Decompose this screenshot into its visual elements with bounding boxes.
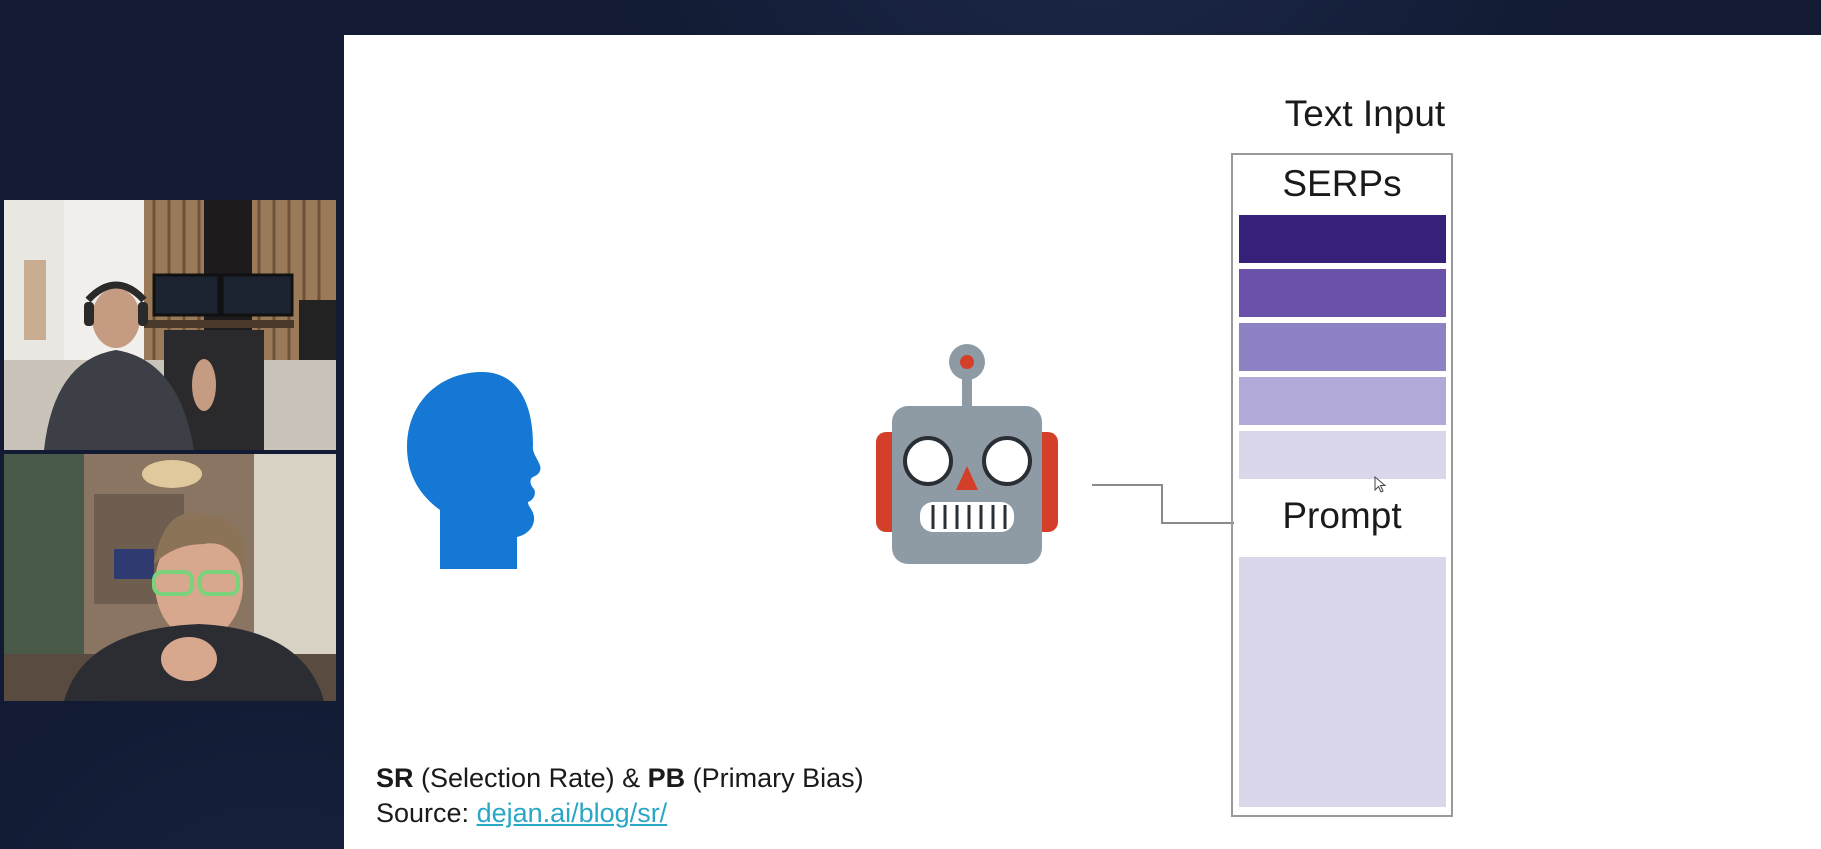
sr-abbrev: SR: [376, 763, 414, 793]
text-input-title: Text Input: [1284, 93, 1446, 134]
connector-path: [1092, 484, 1234, 524]
source-link[interactable]: dejan.ai/blog/sr/: [476, 798, 668, 828]
source-label: Source:: [376, 798, 477, 828]
serp-bar-5: [1239, 431, 1446, 479]
mouse-cursor-icon: [1374, 476, 1387, 493]
slide-caption: SR (Selection Rate) & PB (Primary Bias) …: [376, 761, 864, 831]
serps-title: SERPs: [1282, 163, 1402, 204]
presentation-slide: Text Input SERPs Prompt SR (Selection Ra…: [344, 35, 1821, 849]
serp-bar-3: [1239, 323, 1446, 371]
pb-abbrev: PB: [647, 763, 686, 793]
participant-1-video-frame: [4, 200, 336, 450]
serp-bar-1: [1239, 215, 1446, 263]
caption-line-2: Source: dejan.ai/blog/sr/: [376, 796, 864, 831]
serp-bar-4: [1239, 377, 1446, 425]
pb-description: (Primary Bias): [685, 763, 864, 793]
prompt-title: Prompt: [1282, 495, 1402, 536]
robot-icon: [876, 344, 1058, 564]
participant-2-video-frame: [4, 454, 336, 701]
human-head-icon: [407, 372, 541, 569]
serp-bar-2: [1239, 269, 1446, 317]
prompt-box: [1239, 557, 1446, 807]
text-input-panel: SERPs Prompt: [1231, 153, 1453, 817]
sr-description: (Selection Rate) &: [413, 763, 648, 793]
caption-line-1: SR (Selection Rate) & PB (Primary Bias): [376, 761, 864, 796]
video-participant-1[interactable]: [4, 200, 336, 450]
video-participant-2[interactable]: [4, 454, 336, 701]
